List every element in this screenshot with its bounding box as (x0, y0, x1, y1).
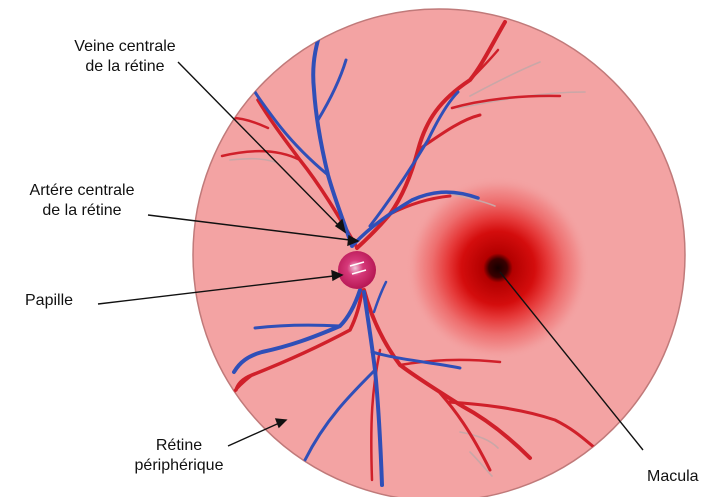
label-macula: Macula (647, 467, 699, 487)
label-veine-line1: Veine centrale (50, 37, 200, 57)
label-retine-peripherique: Rétine périphérique (124, 436, 234, 476)
macula (406, 176, 590, 360)
label-retine-line1: Rétine (124, 436, 234, 456)
label-veine-centrale: Veine centrale de la rétine (50, 37, 200, 77)
label-artere-line1: Artére centrale (7, 181, 157, 201)
label-artere-centrale: Artére centrale de la rétine (7, 181, 157, 221)
label-papille: Papille (25, 291, 73, 311)
label-artere-line2: de la rétine (7, 201, 157, 221)
label-veine-line2: de la rétine (50, 57, 200, 77)
papilla (338, 251, 376, 289)
label-retine-line2: périphérique (124, 456, 234, 476)
